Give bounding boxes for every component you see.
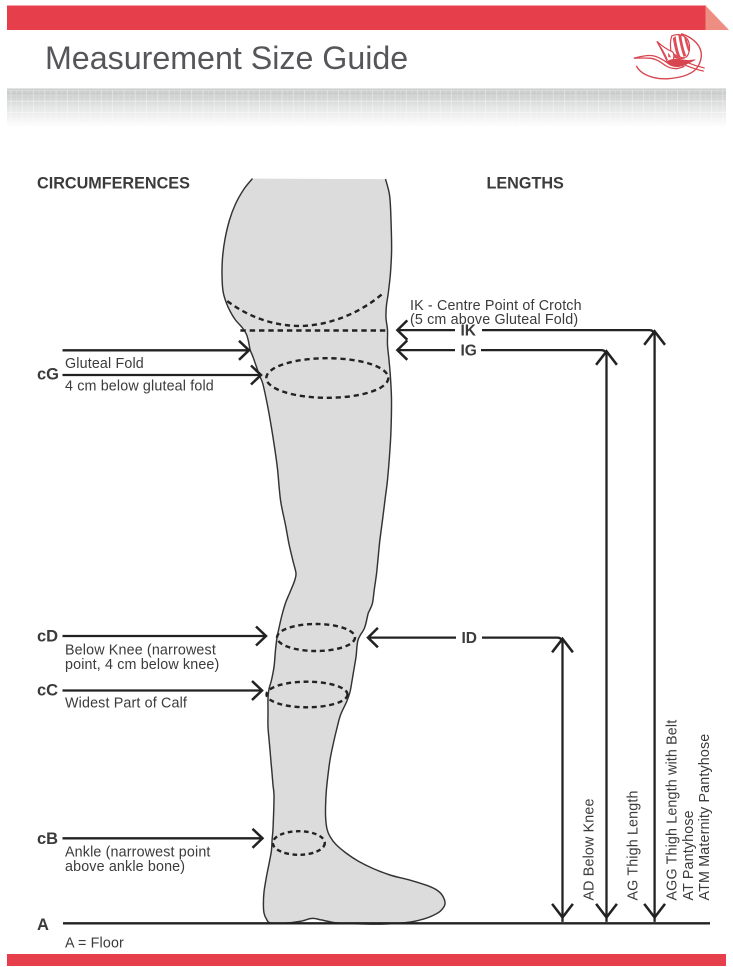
svg-text:LENGTHS: LENGTHS <box>487 174 565 192</box>
svg-text:Measurement Size Guide: Measurement Size Guide <box>45 40 408 76</box>
svg-text:4 cm below gluteal fold: 4 cm below gluteal fold <box>65 379 214 395</box>
svg-text:IG: IG <box>461 343 477 360</box>
svg-text:A = Floor: A = Floor <box>65 936 124 952</box>
svg-text:IK - Centre Point of Crotch: IK - Centre Point of Crotch <box>410 298 582 314</box>
svg-text:ATM Maternity Pantyhose: ATM Maternity Pantyhose <box>697 734 713 901</box>
svg-text:IK: IK <box>461 323 477 340</box>
svg-text:Ankle (narrowest point: Ankle (narrowest point <box>65 845 211 861</box>
svg-text:(5 cm above Gluteal Fold): (5 cm above Gluteal Fold) <box>410 312 578 328</box>
svg-text:AD Below Knee: AD Below Knee <box>581 798 597 900</box>
svg-text:CIRCUMFERENCES: CIRCUMFERENCES <box>37 174 190 192</box>
svg-text:ID: ID <box>462 630 478 647</box>
svg-text:above ankle bone): above ankle bone) <box>65 859 185 875</box>
svg-text:A: A <box>37 916 49 934</box>
svg-text:cC: cC <box>37 682 58 700</box>
svg-text:point, 4 cm below knee): point, 4 cm below knee) <box>65 657 219 673</box>
svg-text:cB: cB <box>37 830 58 848</box>
svg-text:cG: cG <box>37 366 59 384</box>
svg-text:AT Pantyhose: AT Pantyhose <box>681 810 697 900</box>
svg-text:cD: cD <box>37 628 58 646</box>
svg-text:Widest Part of Calf: Widest Part of Calf <box>65 696 187 712</box>
svg-text:Below Knee (narrowest: Below Knee (narrowest <box>65 643 216 659</box>
svg-text:AGG Thigh Length with Belt: AGG Thigh Length with Belt <box>665 720 681 901</box>
svg-text:Gluteal Fold: Gluteal Fold <box>65 356 144 372</box>
svg-text:AG Thigh Length: AG Thigh Length <box>625 790 641 900</box>
